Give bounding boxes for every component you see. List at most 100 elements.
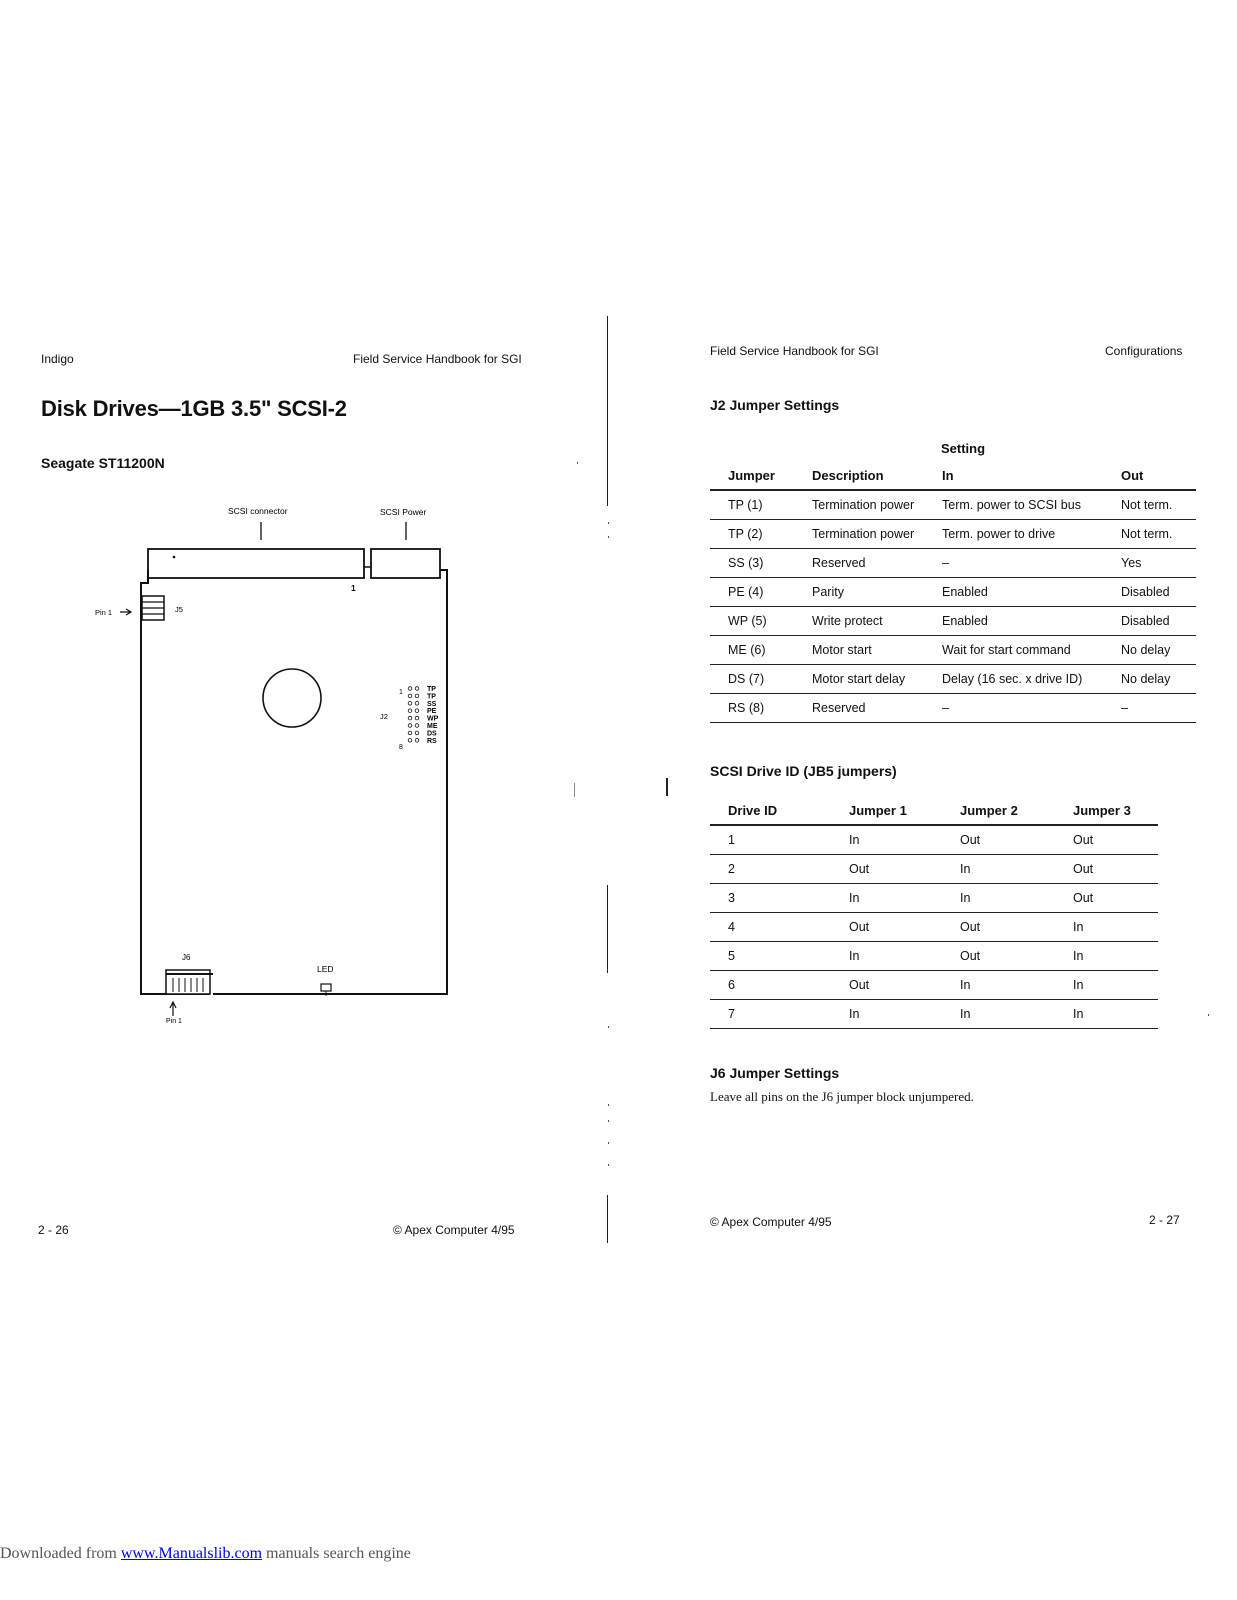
scsi-cell: 6 — [710, 970, 849, 1000]
j2-cell: SS (3) — [710, 548, 812, 578]
scsi-cell: 4 — [710, 912, 849, 942]
j2-cell: Delay (16 sec. x drive ID) — [942, 664, 1121, 694]
j2-cell: TP (1) — [710, 490, 812, 520]
j2-pin — [407, 693, 413, 699]
scsi-connector — [147, 548, 365, 579]
scsi-col-jumper3: Jumper 3 — [1073, 802, 1131, 818]
j2-pin-label: DS — [427, 730, 437, 737]
j2-pin-label: SS — [427, 701, 437, 708]
j2-pin-label: ME — [427, 723, 438, 730]
page-title: Disk Drives—1GB 3.5" SCSI-2 — [41, 396, 347, 421]
scsi-cell: Out — [1073, 883, 1158, 913]
j2-table-row: SS (3)Reserved–Yes — [710, 548, 1196, 578]
led-label: LED — [317, 964, 334, 974]
drive-model-subtitle: Seagate ST11200N — [41, 455, 165, 471]
j2-cell: – — [1121, 693, 1196, 723]
j2-setting-header: Setting — [941, 441, 986, 456]
scsi-cell: In — [1073, 912, 1158, 942]
scsi-cell: 7 — [710, 999, 849, 1029]
scsi-cell: In — [849, 825, 960, 855]
j2-cell: Not term. — [1121, 490, 1196, 520]
scsi-connector-label: SCSI connector — [228, 506, 288, 516]
scsi-cell: In — [1073, 941, 1158, 971]
j2-pin — [414, 693, 420, 699]
j2-cell: Term. power to SCSI bus — [942, 490, 1121, 520]
right-copyright: © Apex Computer 4/95 — [710, 1215, 832, 1229]
j2-cell: Enabled — [942, 577, 1121, 607]
j2-pin — [407, 686, 413, 691]
scsi-cell: Out — [960, 825, 1073, 855]
manualslib-link[interactable]: www.Manualslib.com — [120, 1545, 263, 1562]
j2-cell: Termination power — [812, 519, 942, 549]
scsi-cell: In — [1073, 970, 1158, 1000]
j2-label: J2 — [380, 712, 388, 721]
scsi-cell: In — [960, 970, 1073, 1000]
scsi-cell: 5 — [710, 941, 849, 971]
scsi-cell: 1 — [710, 825, 849, 855]
connector-pin1-dot — [172, 555, 176, 559]
j5-label: J5 — [175, 605, 183, 614]
connector-pin-number: 1 — [351, 583, 356, 593]
j6-section-title: J6 Jumper Settings — [710, 1065, 840, 1081]
j2-cell: – — [942, 693, 1121, 723]
j2-last-pin: 8 — [399, 744, 403, 751]
j2-cell: Motor start delay — [812, 664, 942, 694]
j2-first-pin: 1 — [399, 689, 403, 696]
j2-cell: Termination power — [812, 490, 942, 520]
j2-cell: – — [942, 548, 1121, 578]
j2-cell: Term. power to drive — [942, 519, 1121, 549]
scsi-cell: In — [1073, 999, 1158, 1029]
scsi-section-title: SCSI Drive ID (JB5 jumpers) — [710, 763, 897, 779]
j2-pin — [414, 686, 420, 691]
j2-pin-label: TP — [427, 686, 436, 693]
j2-table-row: RS (8)Reserved–– — [710, 693, 1196, 723]
j2-pin — [414, 701, 420, 706]
j2-cell: Enabled — [942, 606, 1121, 636]
scsi-power-label: SCSI Power — [380, 507, 426, 517]
right-page-number: 2 - 27 — [1149, 1213, 1180, 1227]
download-suffix: manuals search engine — [262, 1545, 411, 1562]
scsi-cell: Out — [960, 941, 1073, 971]
j2-pin-label: PE — [427, 708, 437, 715]
scsi-cell: In — [849, 999, 960, 1029]
scsi-cell: Out — [960, 912, 1073, 942]
j2-col-description: Description — [812, 467, 884, 483]
j6-pin1-label: Pin 1 — [166, 1018, 182, 1025]
j2-pin — [414, 708, 420, 713]
j2-cell: Write protect — [812, 606, 942, 636]
j2-jumper-table: Jumper Description In Out TP (1)Terminat… — [710, 461, 1196, 723]
j2-cell: Not term. — [1121, 519, 1196, 549]
j2-col-in: In — [942, 467, 954, 483]
left-page-number: 2 - 26 — [38, 1223, 69, 1237]
scsi-cell: In — [849, 883, 960, 913]
j2-pin — [407, 715, 413, 721]
j2-col-out: Out — [1121, 467, 1144, 483]
page-divider-top — [607, 316, 608, 506]
scsi-col-drive-id: Drive ID — [728, 802, 778, 818]
scsi-cell: 3 — [710, 883, 849, 913]
j2-cell: No delay — [1121, 635, 1196, 665]
left-header-left: Indigo — [41, 352, 74, 366]
scsi-cell: Out — [849, 854, 960, 884]
arrow-right-icon — [120, 608, 133, 616]
j2-cell: RS (8) — [710, 693, 812, 723]
j2-cell: WP (5) — [710, 606, 812, 636]
j2-pin — [407, 723, 413, 728]
scsi-cell: 2 — [710, 854, 849, 884]
j6-label: J6 — [182, 953, 191, 962]
download-footer: Downloaded from www.Manualslib.com manua… — [0, 1545, 411, 1563]
scsi-cell: In — [960, 999, 1073, 1029]
j2-pin — [414, 730, 420, 736]
j2-cell: Disabled — [1121, 577, 1196, 607]
